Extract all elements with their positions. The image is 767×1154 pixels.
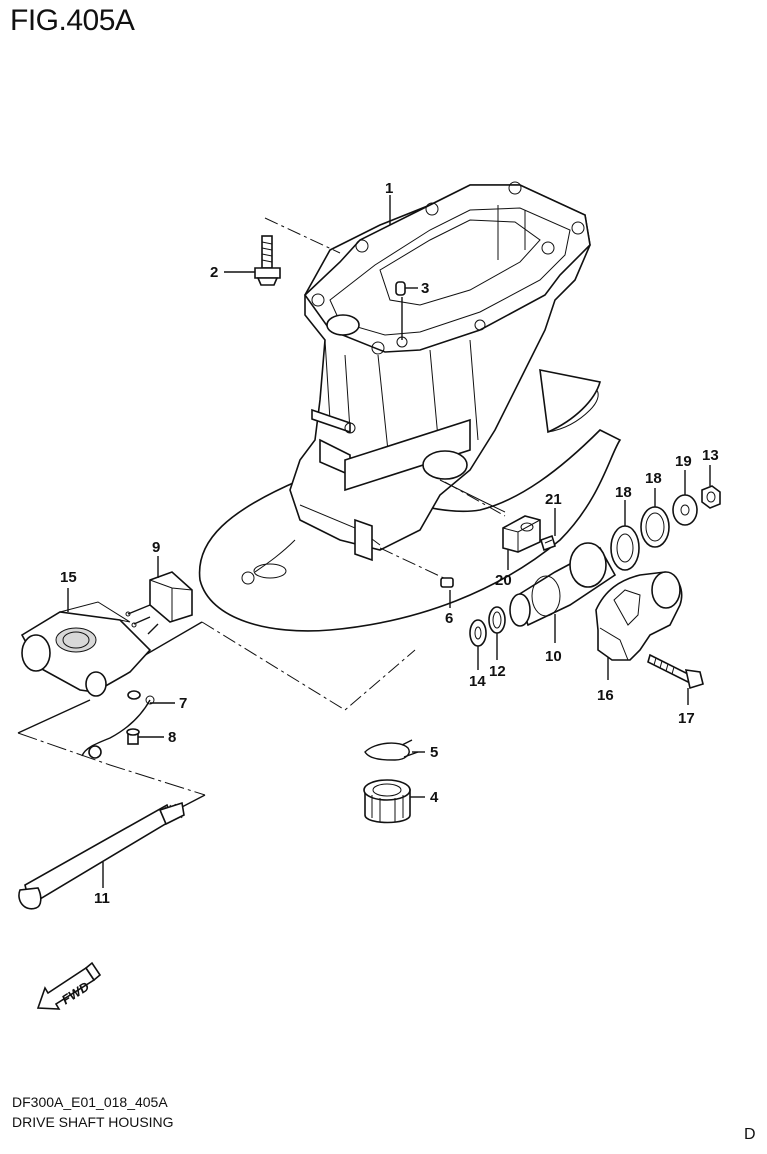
callout-15[interactable]: 15 <box>60 569 77 586</box>
callout-17[interactable]: 17 <box>678 710 695 727</box>
callout-16[interactable]: 16 <box>597 687 614 704</box>
callout-6[interactable]: 6 <box>445 610 453 627</box>
callout-11[interactable]: 11 <box>94 890 110 907</box>
callout-8[interactable]: 8 <box>168 729 176 746</box>
ground-wire-part-7 <box>81 690 155 759</box>
screw-part-6 <box>440 577 454 588</box>
bracket-part-16 <box>595 571 683 661</box>
drive-shaft-housing-part <box>198 181 622 632</box>
page-letter: D <box>744 1126 756 1143</box>
grommet-part-4 <box>363 779 411 824</box>
anode-part-20 <box>502 515 541 553</box>
callout-3[interactable]: 3 <box>421 280 429 297</box>
callout-20[interactable]: 20 <box>495 572 512 589</box>
callout-9[interactable]: 9 <box>152 539 160 556</box>
callout-19[interactable]: 19 <box>675 453 692 470</box>
clip-part-5 <box>364 739 419 761</box>
callout-2[interactable]: 2 <box>210 264 218 281</box>
diagram-name: DRIVE SHAFT HOUSING <box>12 1114 174 1130</box>
nut-part-13 <box>701 485 721 509</box>
washer-part-12 <box>488 606 506 634</box>
stud-bolt-part-11 <box>18 801 185 910</box>
bushing-part-14 <box>469 619 487 647</box>
bolt-part-21 <box>540 534 556 552</box>
callout-18-outer[interactable]: 18 <box>645 470 662 487</box>
screw-part-8 <box>126 728 140 745</box>
washer-part-19 <box>672 494 698 526</box>
callout-10[interactable]: 10 <box>545 648 562 665</box>
clamp-part-15 <box>20 601 152 697</box>
callout-14[interactable]: 14 <box>469 673 486 690</box>
callout-18-inner[interactable]: 18 <box>615 484 632 501</box>
sensor-part-9 <box>125 571 193 635</box>
callout-12[interactable]: 12 <box>489 663 506 680</box>
bolt-part-2 <box>254 235 281 286</box>
washer-part-18-inner <box>610 525 640 571</box>
callout-5[interactable]: 5 <box>430 744 438 761</box>
washer-part-18-outer <box>640 506 670 548</box>
callout-21[interactable]: 21 <box>545 491 562 508</box>
fwd-arrow-icon: FWD <box>36 961 102 1010</box>
callout-1[interactable]: 1 <box>385 180 393 197</box>
callout-4[interactable]: 4 <box>430 789 439 806</box>
diagram-code: DF300A_E01_018_405A <box>12 1094 168 1110</box>
callout-13[interactable]: 13 <box>702 447 719 464</box>
callout-7[interactable]: 7 <box>179 695 187 712</box>
bushing-part-10 <box>509 542 617 627</box>
figure-title: FIG.405A <box>10 4 135 37</box>
dowel-pin-part-3 <box>395 281 406 296</box>
bolt-part-17 <box>647 653 704 690</box>
